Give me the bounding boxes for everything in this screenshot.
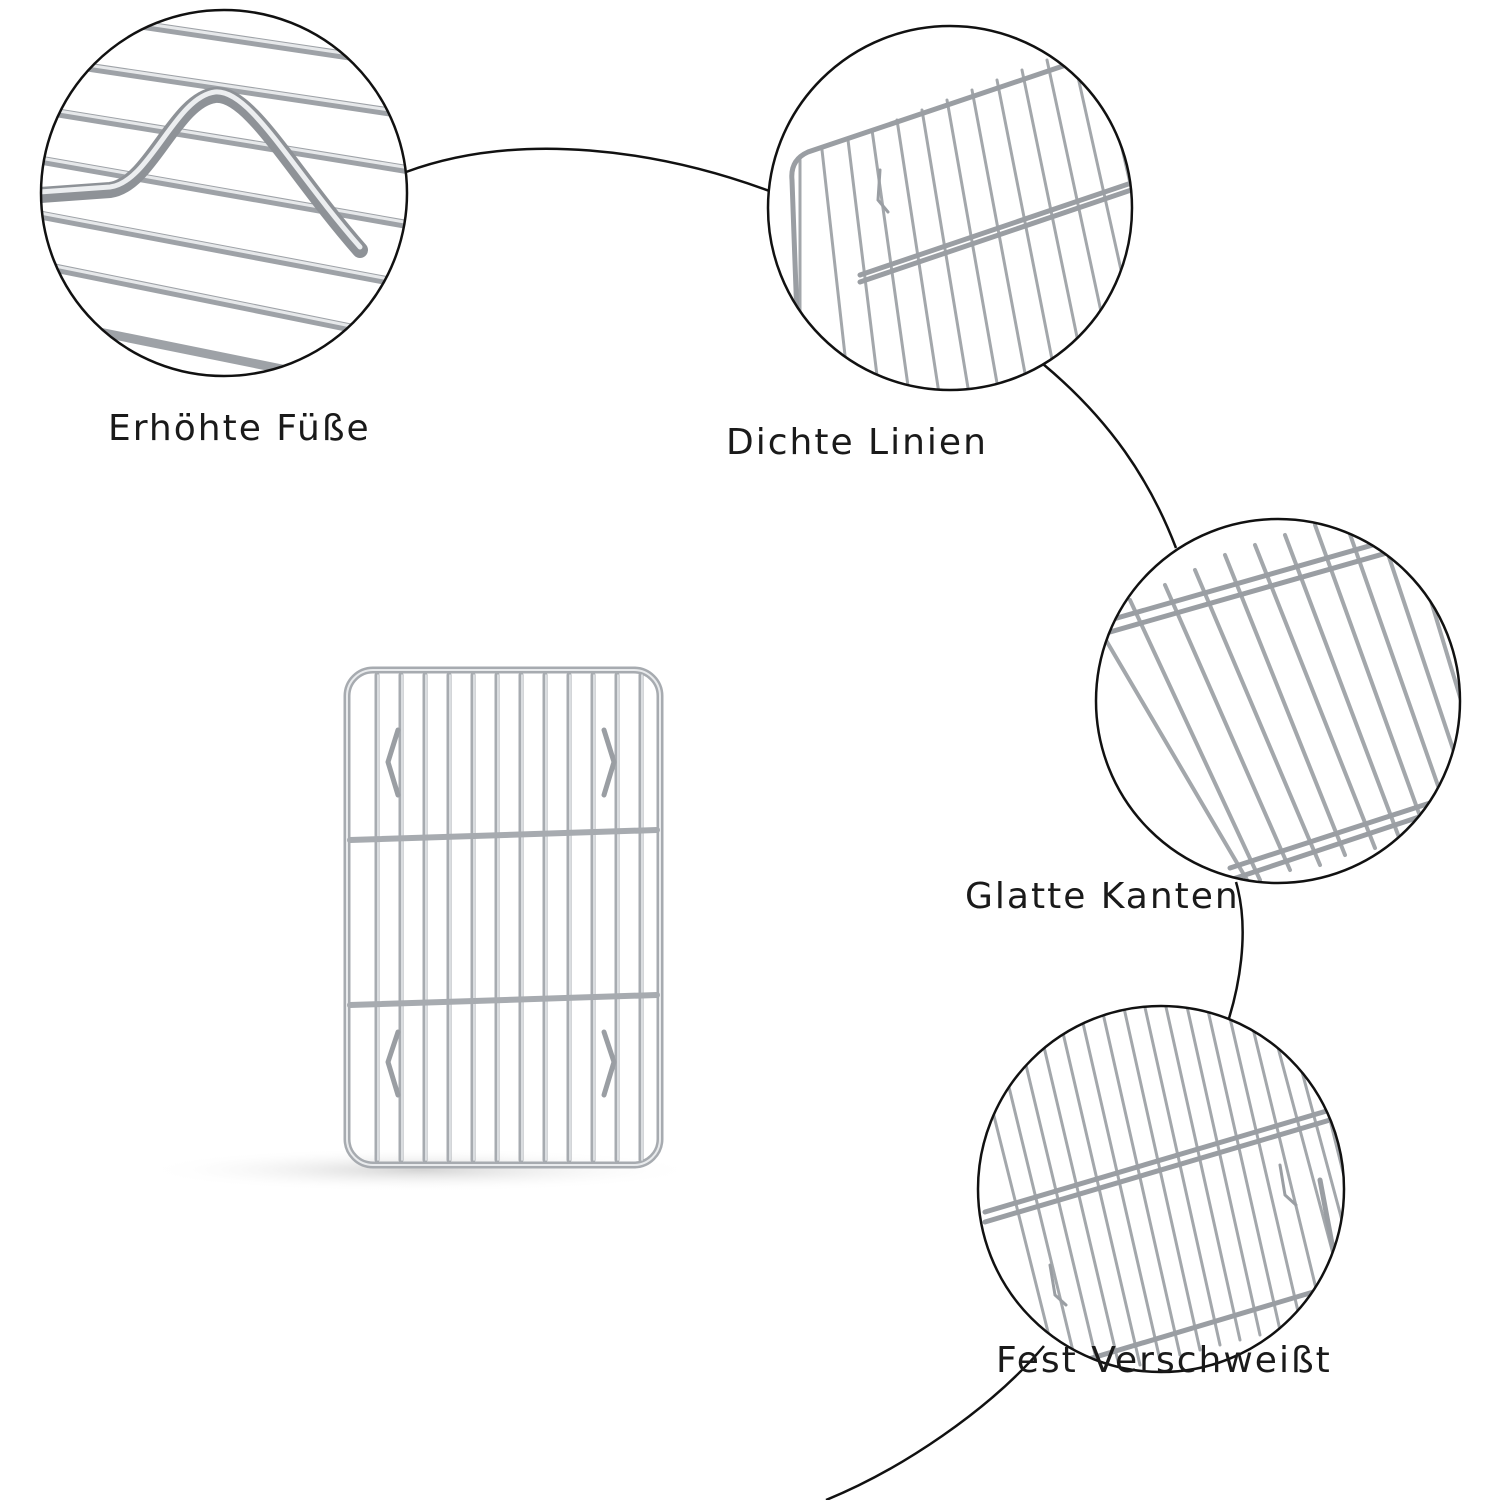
detail-circle-firmly-welded: [976, 1004, 1346, 1374]
connector-curve: [1042, 363, 1178, 549]
label-dense-lines: Dichte Linien: [726, 422, 988, 463]
label-smooth-edges: Glatte Kanten: [965, 876, 1240, 917]
cooling-rack: [140, 666, 700, 1192]
label-firmly-welded: Fest Verschweißt: [996, 1340, 1332, 1381]
connector-curve: [825, 1345, 1045, 1500]
label-raised-feet: Erhöhte Füße: [108, 408, 371, 449]
detail-circle-raised-feet: [39, 8, 409, 378]
detail-circle-smooth-edges: [1094, 517, 1462, 885]
detail-circle-dense-lines: [766, 24, 1134, 392]
connector-curve: [405, 147, 773, 194]
